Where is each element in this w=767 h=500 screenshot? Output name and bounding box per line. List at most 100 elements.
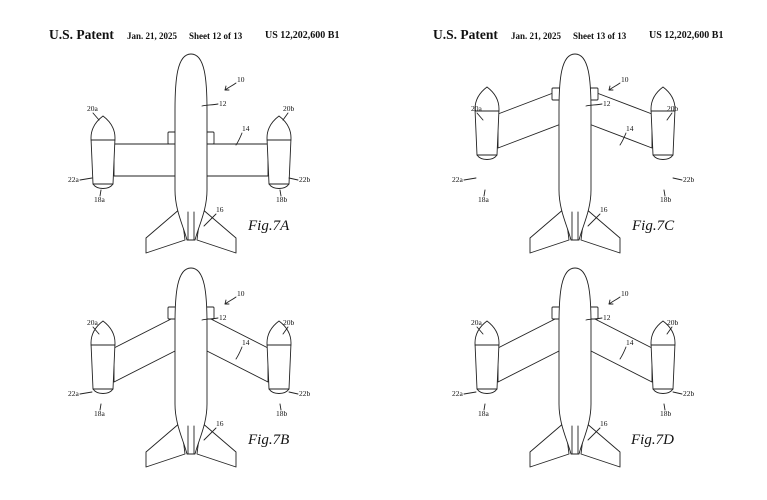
ref-label-18a: 18a [478, 409, 490, 418]
leader-22b [672, 391, 683, 395]
leader-16 [587, 213, 601, 227]
vertical-fin [187, 425, 195, 455]
fuselage [558, 267, 592, 455]
leader-12 [585, 103, 603, 107]
left-nacelle-tail [92, 388, 114, 394]
header-patent: U.S. Patent [433, 27, 498, 42]
right-nacelle-body [266, 320, 292, 390]
leader-18a [99, 403, 102, 411]
leader-18b [279, 189, 282, 197]
ref-label-20b: 20b [667, 318, 679, 327]
leader-12 [201, 317, 219, 321]
ref-label-18b: 18b [660, 409, 672, 418]
ref-label-18a: 18a [478, 195, 490, 204]
leader-18b [663, 189, 666, 197]
leader-18b [663, 403, 666, 411]
left-wing [113, 143, 178, 177]
left-wing [497, 315, 562, 383]
leader-16 [203, 213, 217, 227]
ref-label-22a: 22a [68, 175, 80, 184]
ref-label-10: 10 [237, 75, 245, 84]
ref-label-22a: 22a [452, 389, 464, 398]
leader-12 [585, 317, 603, 321]
figure-caption: Fig.7C [631, 218, 675, 234]
leader-22a [79, 391, 93, 395]
ref-label-18b: 18b [276, 195, 288, 204]
leader-16 [203, 427, 217, 441]
ref-label-14: 14 [242, 338, 250, 347]
ref-label-12: 12 [219, 99, 227, 108]
fuselage [558, 53, 592, 241]
ref-label-10: 10 [237, 289, 245, 298]
ref-label-18b: 18b [276, 409, 288, 418]
right-nacelle-tail [652, 388, 674, 394]
left-nacelle-tail [476, 388, 498, 394]
ref-label-20b: 20b [283, 104, 295, 113]
ref-label-18b: 18b [660, 195, 672, 204]
patent-sheet-13: U.S. Patent Jan. 21, 2025 Sheet 13 of 13… [384, 0, 767, 500]
left-wing [113, 315, 178, 383]
ref-label-10: 10 [621, 289, 629, 298]
ref-label-20a: 20a [87, 318, 99, 327]
ref-label-22b: 22b [299, 175, 311, 184]
right-wing [588, 315, 653, 383]
ref-label-16: 16 [600, 205, 608, 214]
header-patent: U.S. Patent [49, 27, 114, 42]
leader-20a [476, 326, 484, 335]
leader-18b [279, 403, 282, 411]
left-nacelle-body [474, 86, 500, 156]
leader-22b [288, 177, 299, 181]
right-nacelle-tail [652, 154, 674, 160]
ref-label-16: 16 [216, 205, 224, 214]
ref-label-20a: 20a [471, 318, 483, 327]
leader-10-arrow [224, 299, 230, 305]
ref-label-14: 14 [242, 124, 250, 133]
leader-22a [79, 177, 93, 181]
right-nacelle-tail [268, 183, 290, 189]
figure-caption: Fig.7D [630, 432, 674, 448]
figure-caption: Fig.7B [247, 432, 289, 448]
figure-caption: Fig.7A [247, 218, 290, 234]
leader-20b [666, 112, 673, 121]
leader-10 [608, 296, 621, 305]
leader-10-arrow [608, 299, 614, 305]
left-wing [497, 89, 562, 149]
right-wing [204, 143, 269, 177]
header-patent-number: US 12,202,600 B1 [265, 30, 340, 41]
ref-label-18a: 18a [94, 409, 106, 418]
leader-18a [483, 403, 486, 411]
ref-label-12: 12 [603, 313, 611, 322]
leader-16 [587, 427, 601, 441]
header-patent-number: US 12,202,600 B1 [649, 30, 724, 41]
right-nacelle-body [650, 320, 676, 390]
leader-18a [483, 189, 486, 197]
leader-22a [463, 177, 477, 181]
leader-10 [224, 296, 237, 305]
leader-18a [99, 189, 102, 197]
vertical-fin [571, 211, 579, 241]
leader-22a [463, 391, 477, 395]
leader-14 [235, 132, 243, 146]
leader-22b [672, 177, 683, 181]
leader-14 [235, 346, 243, 360]
ref-label-12: 12 [219, 313, 227, 322]
right-wing [588, 89, 653, 149]
vertical-fin [571, 425, 579, 455]
leader-14 [619, 132, 627, 146]
ref-label-22b: 22b [683, 389, 695, 398]
right-wing [204, 315, 269, 383]
leader-20a [92, 112, 100, 121]
leader-10 [608, 82, 621, 91]
fuselage [174, 53, 208, 241]
leader-12 [201, 103, 219, 107]
leader-20b [666, 326, 673, 335]
ref-label-18a: 18a [94, 195, 106, 204]
leader-10 [224, 82, 237, 91]
leader-22b [288, 391, 299, 395]
header-date: Jan. 21, 2025 [511, 31, 562, 41]
left-nacelle-body [90, 115, 116, 185]
ref-label-16: 16 [216, 419, 224, 428]
